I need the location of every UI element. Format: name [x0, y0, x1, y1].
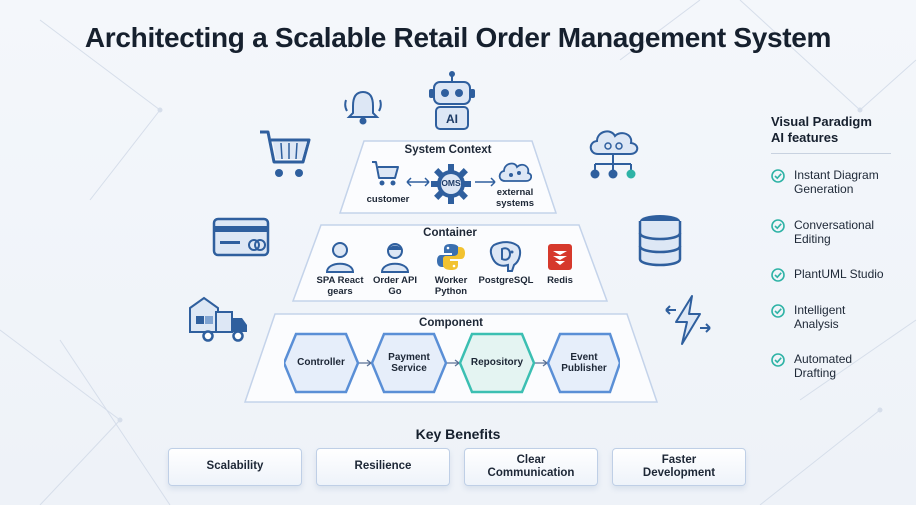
cloud-network-icon [589, 130, 639, 179]
benefit-scalability: Scalability [168, 448, 302, 486]
feature-label: PlantUML Studio [794, 267, 884, 281]
check-circle-icon [771, 353, 785, 367]
container-worker: Worker Python [434, 275, 468, 297]
component-controller: Controller [297, 357, 345, 369]
feature-label: Conversational Editing [794, 218, 875, 247]
component-payment-service: Payment Service [388, 351, 430, 375]
page-title: Architecting a Scalable Retail Order Man… [84, 22, 832, 53]
credit-card-icon [212, 217, 270, 257]
feature-item: PlantUML Studio [771, 267, 911, 282]
feature-item: Conversational Editing [771, 218, 911, 247]
customer-cart-icon [372, 161, 399, 186]
external-cloud-icon [498, 162, 532, 182]
lightning-exchange-icon [665, 295, 711, 345]
hex-controller [284, 332, 360, 394]
benefit-resilience: Resilience [316, 448, 450, 486]
delivery-truck-icon [189, 296, 247, 342]
tier-container-label: Container [423, 227, 477, 239]
container-postgresql: PostgreSQL [478, 275, 534, 286]
shopping-cart-icon [260, 130, 311, 177]
hex-payment [370, 332, 448, 394]
node-customer: customer [366, 194, 410, 205]
container-redis: Redis [547, 275, 573, 286]
tier-component-label: Component [419, 317, 483, 329]
hex-repository [458, 332, 536, 394]
component-repository: Repository [470, 357, 524, 369]
feature-label: Automated Drafting [794, 352, 853, 381]
postgresql-icon [489, 241, 522, 272]
feature-item: Automated Drafting [771, 352, 911, 381]
component-hexagons [284, 332, 620, 394]
python-icon [437, 244, 465, 270]
oms-gear-icon [431, 164, 471, 204]
tier-system-context-label: System Context [404, 144, 492, 156]
feature-item: Intelligent Analysis [771, 303, 911, 332]
check-circle-icon [771, 268, 785, 282]
container-spa-react: SPA React gears [316, 275, 364, 297]
benefit-clear-communication: Clear Communication [464, 448, 598, 486]
robot-icon [429, 71, 475, 130]
key-benefits-title: Key Benefits [415, 426, 501, 442]
database-icon [638, 215, 682, 267]
developer-icon [380, 243, 410, 273]
hex-event-publisher [546, 332, 620, 394]
component-event-publisher: Event Publisher [561, 351, 607, 375]
feature-item: Instant Diagram Generation [771, 168, 911, 197]
check-circle-icon [771, 169, 785, 183]
benefit-faster-development: Faster Development [612, 448, 746, 486]
feature-label: Intelligent Analysis [794, 303, 846, 332]
features-title: Visual Paradigm AI features [771, 114, 872, 146]
bidirectional-arrow-icon [406, 177, 430, 187]
user-icon [325, 242, 355, 273]
node-oms: OMS [441, 178, 461, 188]
feature-label: Instant Diagram Generation [794, 168, 879, 197]
bell-icon [344, 90, 382, 125]
features-divider [771, 153, 891, 154]
container-order-api: Order API Go [373, 275, 417, 297]
redis-icon [548, 244, 572, 270]
right-arrow-icon [475, 177, 496, 187]
ai-badge: AI [446, 112, 458, 126]
check-circle-icon [771, 304, 785, 318]
node-external-systems: external systems [495, 187, 535, 209]
check-circle-icon [771, 219, 785, 233]
